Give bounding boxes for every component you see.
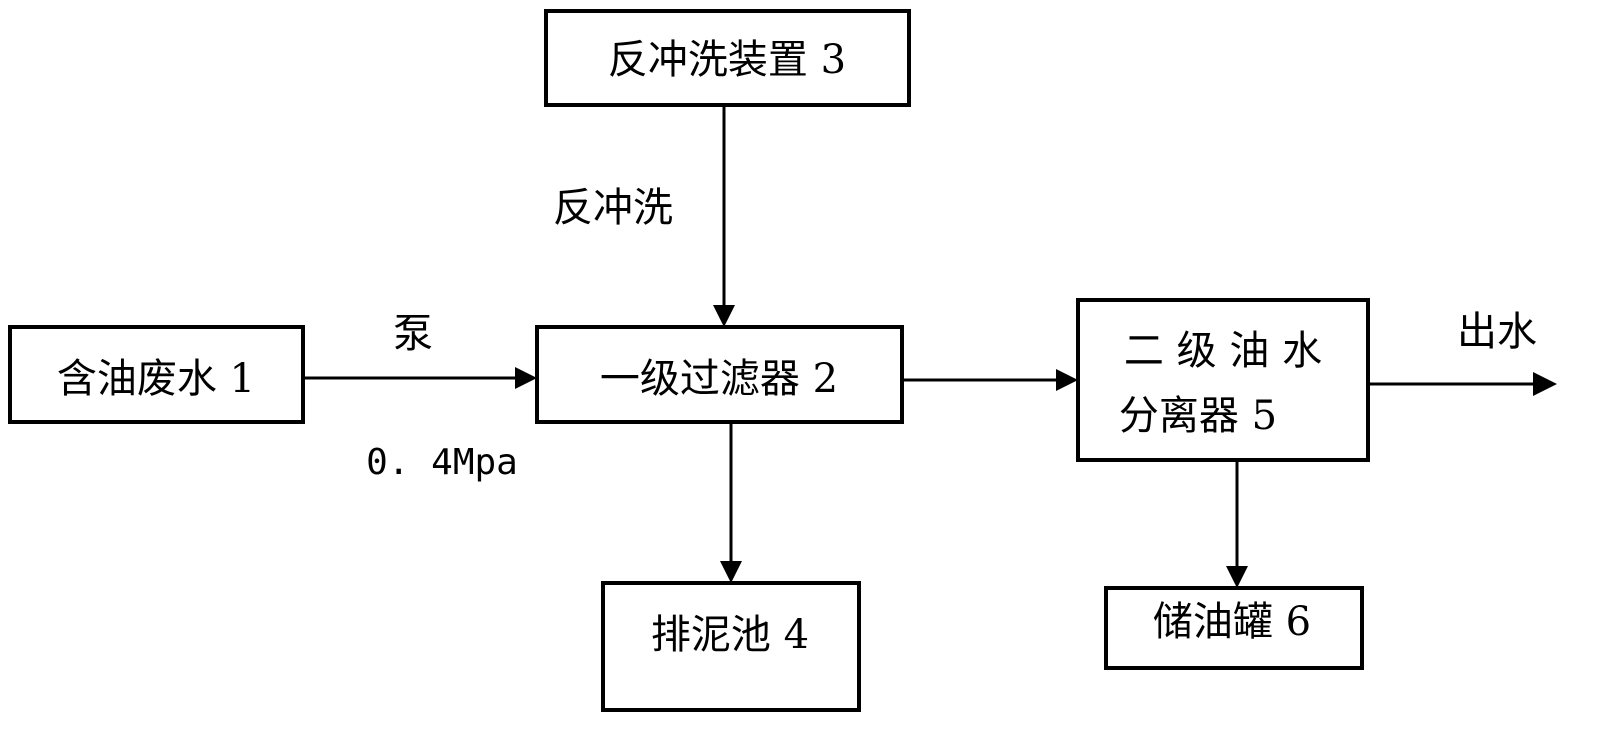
arrow-backwash-to-filter — [713, 105, 735, 327]
separator-label-line2: 分离器 5 — [1119, 393, 1277, 439]
sludge-pond-box — [601, 581, 861, 712]
oily-wastewater-box — [8, 325, 305, 424]
oil-tank-label: 储油罐 6 — [1153, 599, 1311, 645]
water-out-label: 出水 — [1457, 309, 1537, 355]
arrow-filter-to-separator — [902, 369, 1078, 391]
primary-filter-label: 一级过滤器 2 — [600, 356, 838, 402]
primary-filter-box — [535, 325, 904, 424]
arrow-filter-to-sludge — [720, 422, 742, 583]
arrow-water-out — [1368, 372, 1557, 396]
pressure-label: 0. 4Mpa — [366, 442, 518, 483]
oily-wastewater-label: 含油废水 1 — [57, 356, 255, 402]
separator-box — [1076, 298, 1370, 462]
arrow-wastewater-to-filter — [303, 367, 537, 389]
arrow-separator-to-tank — [1226, 460, 1248, 588]
backwash-label: 反冲洗 — [553, 185, 673, 231]
backwash-device-box — [544, 9, 911, 107]
pump-label: 泵 — [393, 311, 433, 357]
backwash-device-label: 反冲洗装置 3 — [608, 37, 846, 83]
separator-label-line1: 二 级 油 水 — [1124, 328, 1322, 374]
oil-tank-box — [1104, 586, 1364, 670]
sludge-pond-label: 排泥池 4 — [651, 612, 809, 658]
